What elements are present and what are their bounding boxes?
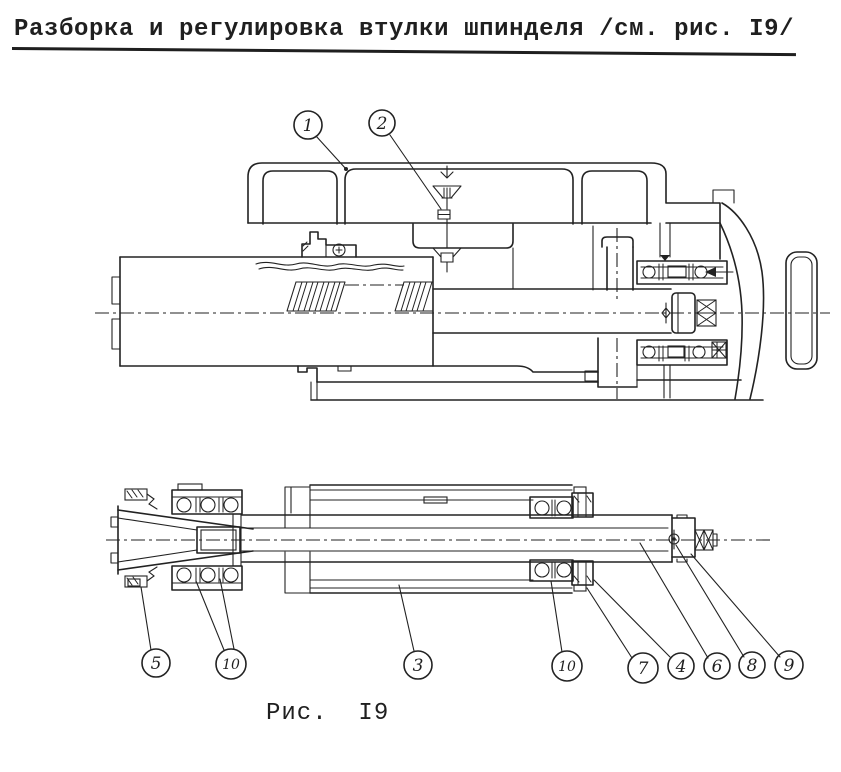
callout-2-label: 2 <box>376 114 388 134</box>
callout-10-left-label: 10 <box>222 657 240 673</box>
callout-5-label: 5 <box>151 654 162 674</box>
callout-8-label: 8 <box>747 656 758 676</box>
callout-8: 8 <box>675 544 766 679</box>
callout-3-label: 3 <box>413 656 424 676</box>
callouts-bottom: 5 10 3 10 7 <box>140 542 804 684</box>
callout-6-label: 6 <box>712 657 723 677</box>
spindle-nose-taper <box>110 505 254 575</box>
top-view-drawing <box>95 162 830 401</box>
upper-bearing <box>601 222 734 300</box>
callout-4: 4 <box>593 579 695 680</box>
callout-4-label: 4 <box>675 657 687 677</box>
page-title: Разборка и регулировка втулки шпинделя /… <box>14 16 795 43</box>
flat-spring <box>255 261 405 271</box>
bottom-view-drawing <box>106 483 772 594</box>
callout-1: 1 <box>293 110 348 171</box>
helix-hatch-band-left <box>286 281 346 312</box>
callout-1-label: 1 <box>303 116 314 136</box>
rear-collar <box>661 292 717 334</box>
front-bearing-upper <box>124 483 243 515</box>
callout-10-right-label: 10 <box>558 659 576 675</box>
rear-bearing-lower <box>529 559 594 592</box>
housing-wall <box>719 202 765 400</box>
helix-hatch-band-right <box>394 281 434 312</box>
clamp-bracket <box>301 231 357 258</box>
support-base <box>297 365 764 401</box>
callout-9-label: 9 <box>784 656 795 676</box>
callout-7-label: 7 <box>638 659 649 679</box>
head-cover <box>247 162 735 260</box>
callout-9: 9 <box>690 553 804 680</box>
callout-5: 5 <box>140 586 171 678</box>
shaft-tail <box>668 514 718 563</box>
callout-2: 2 <box>368 109 442 210</box>
lower-bearing <box>584 337 742 399</box>
callout-7: 7 <box>586 587 659 684</box>
inner-shaft <box>432 225 672 334</box>
front-bearing-lower <box>124 565 243 591</box>
callouts-top: 1 2 <box>293 109 442 210</box>
spindle-sleeve-barrel <box>111 256 599 373</box>
figure-caption: Рис. I9 <box>266 700 390 727</box>
rear-bearing-upper <box>529 486 594 519</box>
callout-3: 3 <box>398 584 433 680</box>
adjusting-screw <box>432 165 462 273</box>
callout-10-left: 10 <box>195 578 247 680</box>
callout-6: 6 <box>639 542 731 680</box>
callout-10-right: 10 <box>550 580 583 682</box>
handle-knob <box>785 251 818 370</box>
spindle-body <box>239 484 673 594</box>
